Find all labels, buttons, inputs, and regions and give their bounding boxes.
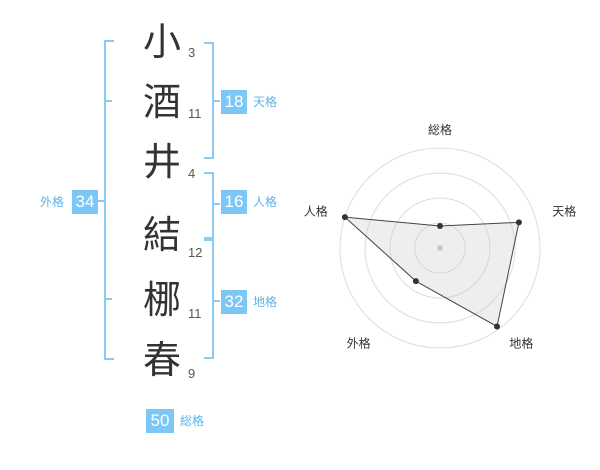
radar-axis-label-4: 人格 xyxy=(304,204,328,219)
jinkaku-label: 人格 xyxy=(253,195,278,209)
tenkaku-value: 18 xyxy=(221,90,247,114)
stroke-count-6: 9 xyxy=(188,366,196,381)
gaikaku-value: 34 xyxy=(72,190,98,214)
jinkaku-tick xyxy=(214,203,220,205)
stroke-count-5: 11 xyxy=(188,306,202,321)
name-char-2: 酒 xyxy=(142,80,181,124)
stroke-count-2: 11 xyxy=(188,106,202,121)
tenkaku-label: 天格 xyxy=(253,95,278,109)
chikaku-tick xyxy=(214,300,220,302)
soukaku-value: 50 xyxy=(146,409,174,433)
tenkaku-tick xyxy=(214,100,220,102)
jinkaku-value: 16 xyxy=(221,190,247,214)
left-bracket-notch-bottom xyxy=(104,298,112,300)
name-char-4: 結 xyxy=(142,213,181,257)
stroke-count-3: 4 xyxy=(188,166,196,181)
radar-axis-label-2: 地格 xyxy=(509,335,533,350)
radar-axis-label-0: 総格 xyxy=(428,122,452,137)
radar-point-3 xyxy=(412,278,419,285)
radar-center-dot xyxy=(437,245,443,251)
radar-point-0 xyxy=(437,223,443,229)
radar-axis-label-3: 外格 xyxy=(347,335,371,350)
radar-area xyxy=(343,216,520,328)
radar-point-2 xyxy=(494,323,501,330)
radar-axis-label-1: 天格 xyxy=(552,204,576,219)
chikaku-value: 32 xyxy=(221,290,247,314)
stroke-count-1: 3 xyxy=(188,45,196,60)
radar-point-1 xyxy=(515,219,522,226)
gaikaku-tick xyxy=(98,200,104,202)
jinkaku-bracket xyxy=(204,172,214,239)
name-char-1: 小 xyxy=(142,20,181,64)
radar-ring-2 xyxy=(389,197,491,299)
radar-point-4 xyxy=(341,214,348,221)
soukaku-label: 総格 xyxy=(180,414,205,428)
name-char-6: 春 xyxy=(142,338,181,382)
radar-ring-4 xyxy=(339,147,541,349)
tenkaku-bracket xyxy=(204,42,214,159)
gaikaku-label: 外格 xyxy=(40,195,65,209)
left-bracket-notch-top xyxy=(104,100,112,102)
chikaku-bracket xyxy=(204,239,214,359)
radar-ring-3 xyxy=(364,172,516,324)
gaikaku-bracket xyxy=(104,40,114,360)
name-char-5: 梛 xyxy=(142,278,181,322)
name-char-3: 井 xyxy=(142,140,181,184)
chikaku-label: 地格 xyxy=(253,295,278,309)
stroke-count-4: 12 xyxy=(188,245,203,260)
